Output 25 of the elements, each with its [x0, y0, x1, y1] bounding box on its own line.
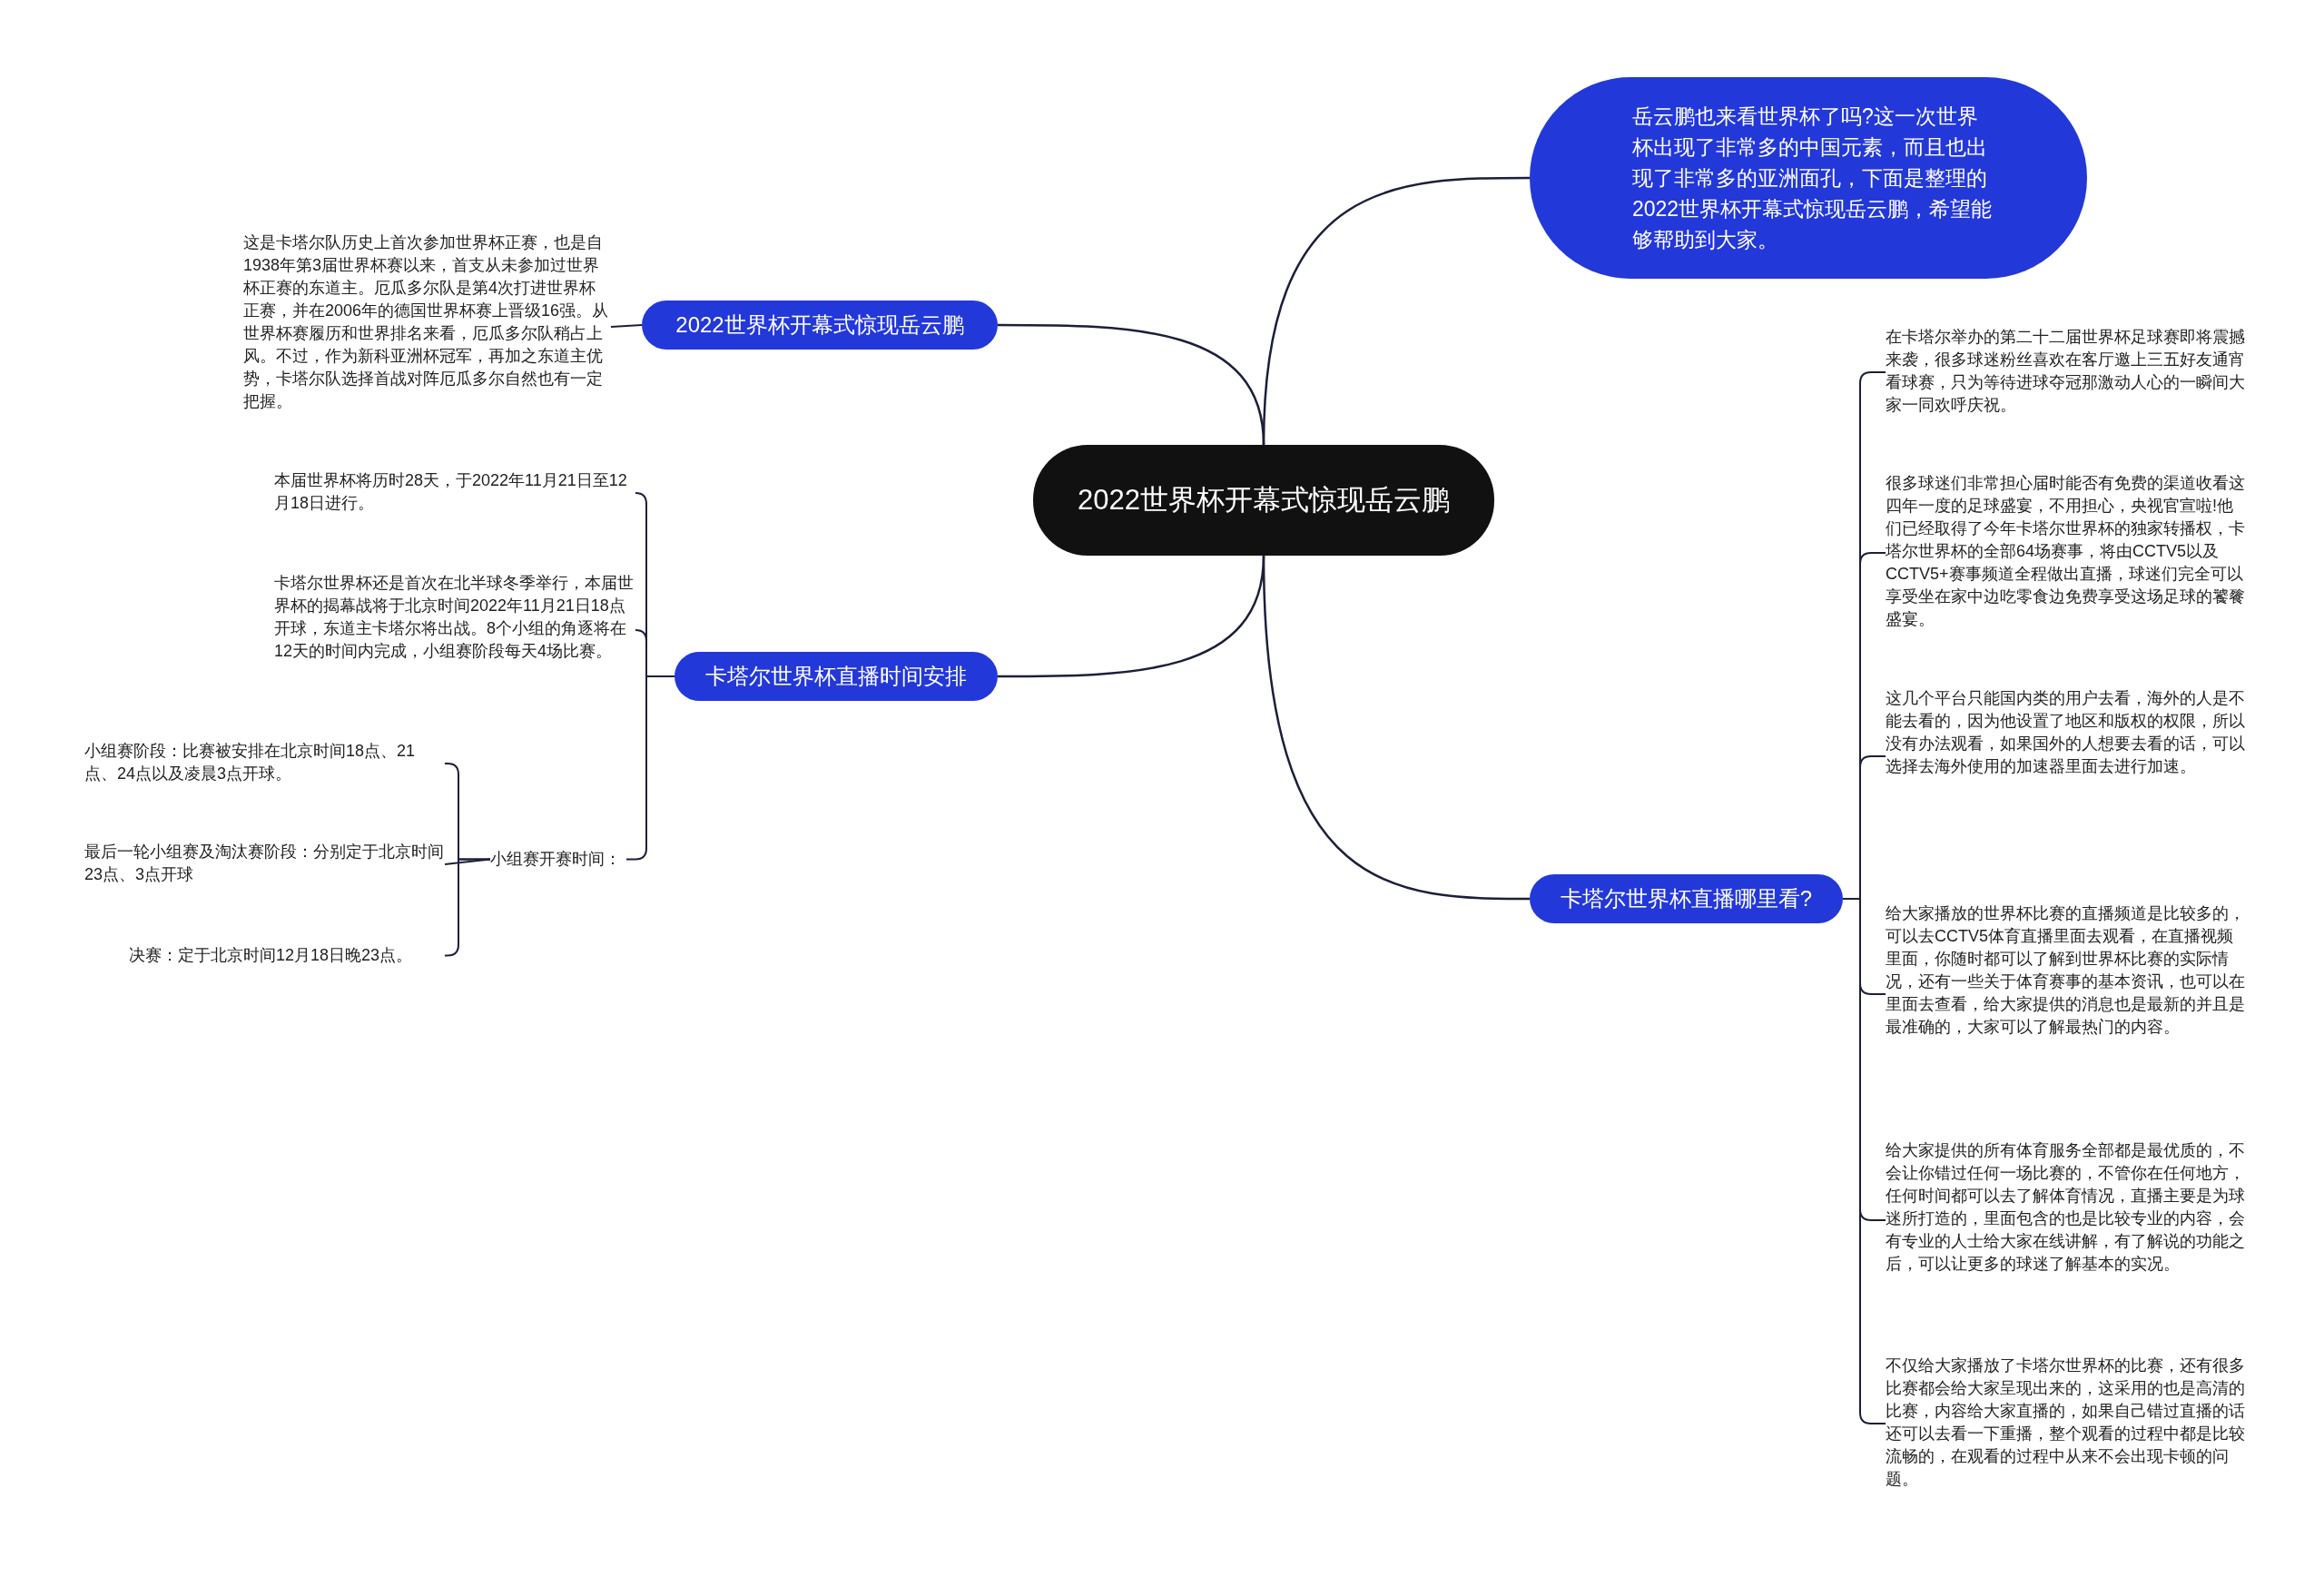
- bracket-connector: [444, 858, 491, 957]
- note-text: 这几个平台只能国内类的用户去看，海外的人是不能去看的，因为他设置了地区和版权的权限，所以没有办法观看，如果国外的人想要去看的话，可以选择去海外使用的加速器里面去进行加速。: [1886, 687, 2249, 825]
- note-text: 小组赛阶段：比赛被安排在北京时间18点、21点、24点以及凌晨3点开球。: [84, 740, 445, 787]
- note-text: 最后一轮小组赛及淘汰赛阶段：分别定于北京时间23点、3点开球: [84, 841, 445, 888]
- topic-pill: [642, 301, 998, 350]
- bracket-connector: [610, 324, 643, 328]
- note-text: 卡塔尔世界杯还是首次在北半球冬季举行，本届世界杯的揭幕战将于北京时间2022年11月21日18点开球，东道主卡塔尔将出战。8个小组的角逐将在12天的时间内完成，小组赛阶段每天4场比赛。: [274, 572, 635, 688]
- topic-label: 卡塔尔世界杯直播时间安排: [705, 663, 967, 690]
- note-text: 小组赛开赛时间：: [490, 848, 626, 871]
- note-text: 很多球迷们非常担心届时能否有免费的渠道收看这四年一度的足球盛宴，不用担心，央视官宣啦!他们已经取得了今年卡塔尔世界杯的独家转播权，卡塔尔世界杯的全部64场赛事，将由CCTV5以及CCTV5+赛事频道全程做出直播，球迷们完全可以享受坐在家中边吃零食边免费享受这场足球的饕餮盛宴。: [1886, 472, 2249, 634]
- topic-label: 2022世界杯开幕式惊现岳云鹏: [675, 311, 964, 339]
- note-text: 给大家播放的世界杯比赛的直播频道是比较多的，可以去CCTV5体育直播里面去观看，在直播视频里面，你随时都可以了解到世界杯比赛的实际情况，还有一些关于体育赛事的基本资讯，也可以在里面去查看，给大家提供的消息也是最新的并且是最准确的，大家可以了解最热门的内容。: [1886, 902, 2249, 1086]
- note-text: 本届世界杯将历时28天，于2022年11月21日至12月18日进行。: [274, 469, 635, 517]
- topic-label: 卡塔尔世界杯直播哪里看?: [1560, 885, 1813, 912]
- note-text: 给大家提供的所有体育服务全部都是最优质的，不会让你错过任何一场比赛的，不管你在任何地方，任何时间都可以去了解体育情况，直播主要是为球迷所打造的，里面包含的也是比较专业的内容，会有专业的人士给大家在线讲解，有了解说的功能之后，可以让更多的球迷了解基本的实况。: [1886, 1139, 2249, 1301]
- topic-pill: [675, 652, 998, 701]
- topic-label: 2022世界杯开幕式惊现岳云鹏: [1078, 483, 1450, 517]
- note-text: 不仅给大家播放了卡塔尔世界杯的比赛，还有很多比赛都会给大家呈现出来的，这采用的也是高清的比赛，内容给大家直播的，如果自己错过直播的话还可以去看一下重播，整个观看的过程中都是比较流畅的，在观看的过程中从来不会出现卡顿的问题。: [1886, 1355, 2249, 1493]
- intro-text: 岳云鹏也来看世界杯了吗?这一次世界杯出现了非常多的中国元素，而且也出现了非常多的亚洲面孔，下面是整理的2022世界杯开幕式惊现岳云鹏，希望能够帮助到大家。: [1632, 103, 1994, 253]
- branch-connector: [1262, 555, 1530, 901]
- note-text: 在卡塔尔举办的第二十二届世界杯足球赛即将震撼来袭，很多球迷粉丝喜欢在客厅邀上三五好友通宵看球赛，只为等待进球夺冠那激动人心的一瞬间大家一同欢呼庆祝。: [1886, 326, 2249, 419]
- note-text: 决赛：定于北京时间12月18日晚23点。: [129, 944, 445, 967]
- note-text: 这是卡塔尔队历史上首次参加世界杯正赛，也是自1938年第3届世界杯赛以来，首支从未参加过世界杯正赛的东道主。厄瓜多尔队是第4次打进世界杯正赛，并在2006年的德国世界杯赛上晋级16强。从世界杯赛履历和世界排名来看，厄瓜多尔队稍占上风。不过，作为新科亚洲杯冠军，再加之东道主优势，卡塔尔队选择首战对阵厄瓜多尔自然也有一定把握。: [243, 232, 611, 422]
- branch-connector: [998, 323, 1265, 446]
- topic-pill: [1530, 874, 1843, 923]
